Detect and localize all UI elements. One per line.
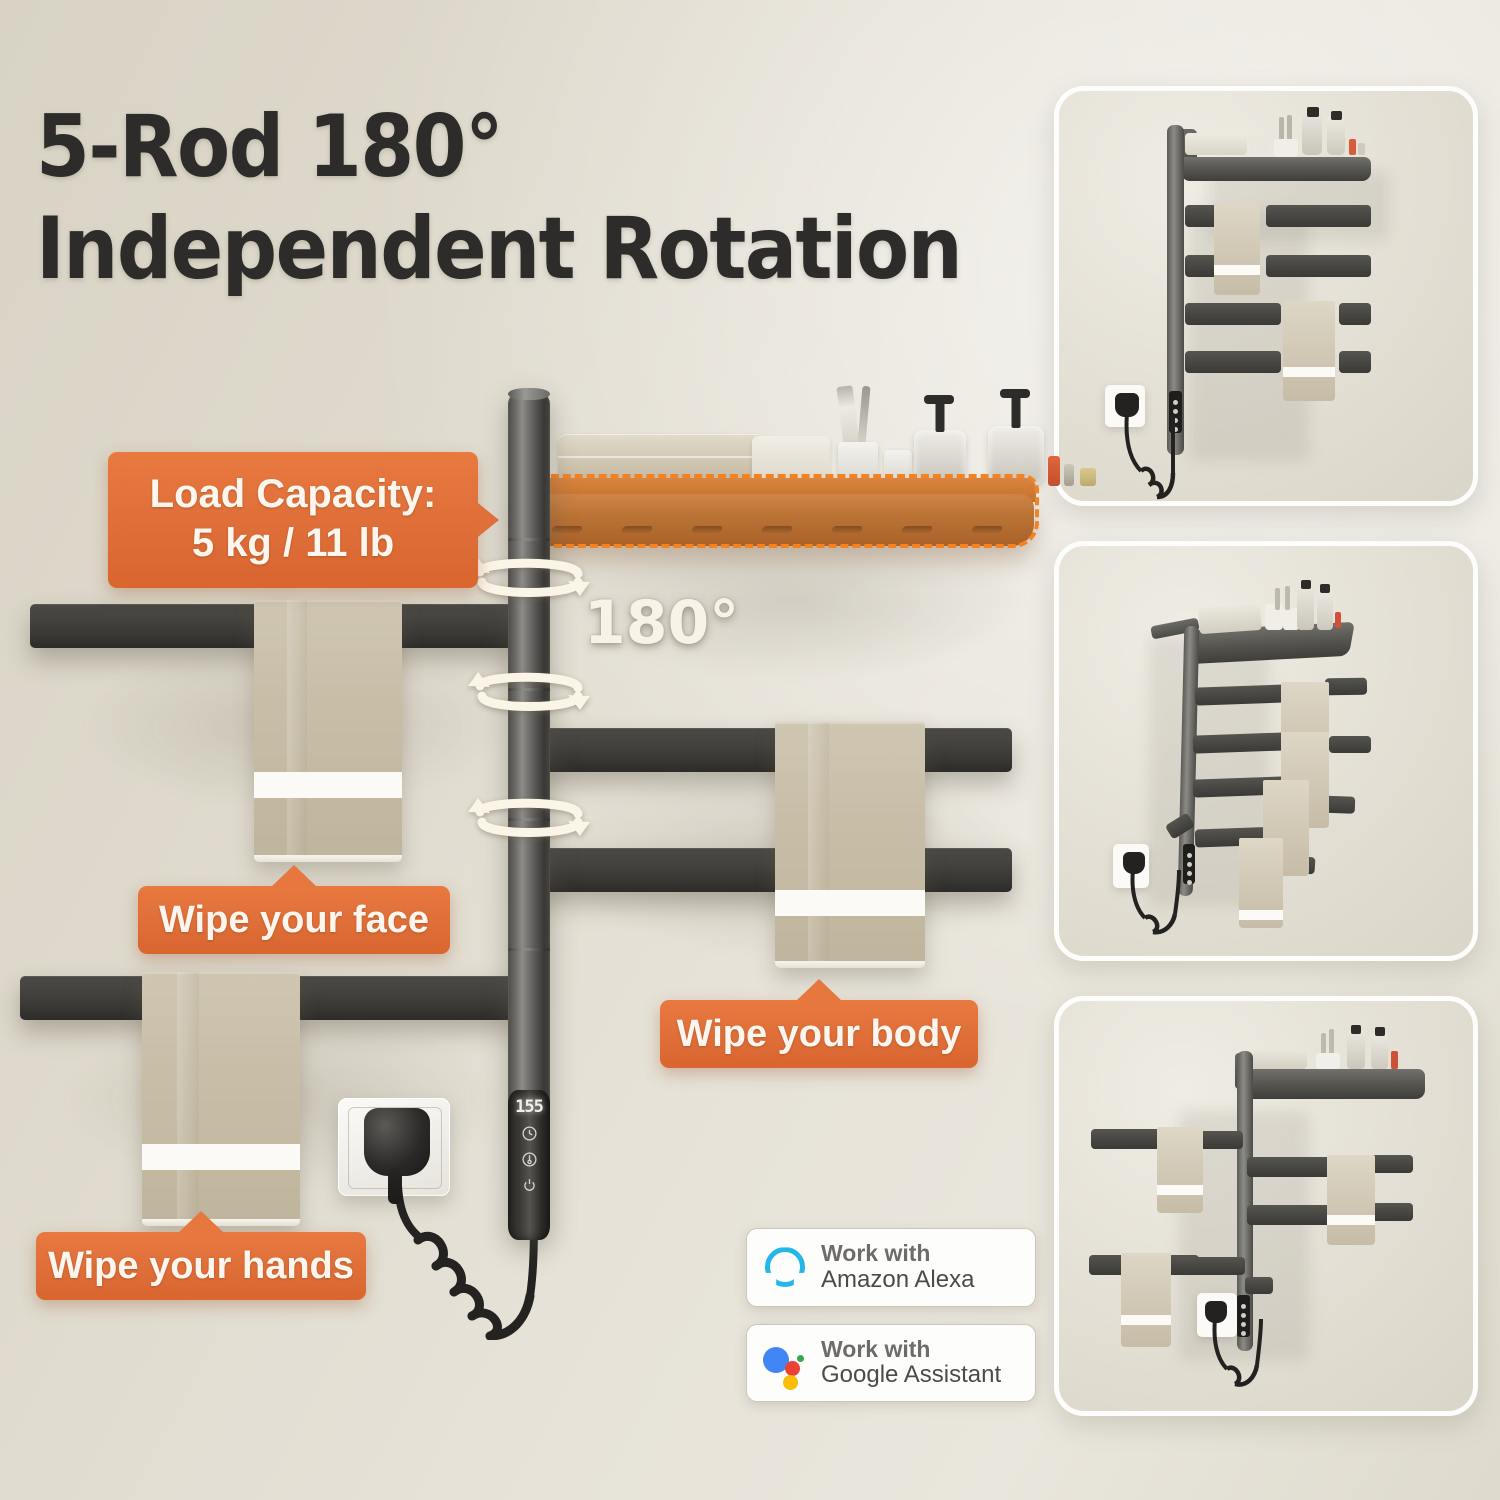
badge-amazon-alexa: Work with Amazon Alexa: [746, 1228, 1036, 1307]
towel-stripe: [142, 1144, 300, 1170]
callout-load-capacity: Load Capacity: 5 kg / 11 lb: [108, 452, 499, 588]
product-photo-angled-view[interactable]: [1054, 541, 1478, 961]
load-capacity-line-2: 5 kg / 11 lb: [191, 520, 395, 565]
load-capacity-line-1: Load Capacity:: [149, 472, 437, 516]
towel-stripe: [775, 890, 925, 916]
power-plug: [364, 1108, 430, 1204]
page-title: 5-Rod 180° Independent Rotation: [36, 96, 1046, 301]
product-photo-rotated-view[interactable]: [1054, 996, 1478, 1416]
badge-text: Work with Google Assistant: [821, 1335, 1002, 1390]
callout-pointer: [478, 502, 499, 537]
towel-fold: [808, 722, 829, 968]
toothpaste-tube: [836, 385, 860, 447]
callout-pointer: [178, 1211, 224, 1233]
main-product-illustration: 155: [20, 374, 1096, 1340]
clock-icon[interactable]: [521, 1125, 538, 1142]
dispenser-neck: [935, 402, 945, 432]
google-assistant-dots-icon: [763, 1341, 807, 1390]
towel-rod-upper-right: [532, 728, 1012, 772]
top-shelf-highlighted: [517, 474, 1039, 556]
smart-assistant-badges: Work with Amazon Alexa Work with Google …: [746, 1228, 1036, 1419]
temperature-display: 155: [515, 1097, 544, 1117]
cosmetic-item-3: [1080, 468, 1096, 486]
towel-hands: [142, 972, 300, 1226]
badge-text: Work with Amazon Alexa: [821, 1240, 975, 1294]
power-icon[interactable]: [521, 1177, 538, 1194]
dispenser-neck: [1011, 396, 1021, 428]
product-photo-panels: [1054, 86, 1478, 1451]
towel-body: [775, 722, 925, 968]
badge-name: Google Assistant: [821, 1361, 1002, 1389]
towel-face: [254, 600, 402, 862]
shelf-highlight-outline: [517, 474, 1039, 548]
callout-wipe-hands: Wipe your hands: [36, 1211, 366, 1300]
towel-hem: [775, 961, 925, 968]
control-panel[interactable]: 155: [508, 1090, 550, 1240]
callout-pointer: [796, 979, 842, 1001]
soap-dispenser-2: [988, 380, 1044, 486]
callout-wipe-body: Wipe your body: [660, 979, 978, 1068]
towel-fold: [176, 972, 199, 1226]
shelf-body: [522, 494, 1034, 546]
title-line-1: 5-Rod 180°: [36, 97, 504, 197]
title-line-2: Independent Rotation: [36, 199, 963, 300]
toothbrush: [857, 385, 871, 445]
badge-google-assistant: Work with Google Assistant: [746, 1323, 1036, 1403]
thermometer-icon[interactable]: [521, 1151, 538, 1168]
cosmetic-item-2: [1064, 464, 1074, 486]
badge-name: Amazon Alexa: [821, 1265, 975, 1293]
towel-fold: [286, 600, 308, 862]
towel-hem: [254, 855, 402, 862]
shelf-contents: [540, 374, 1096, 486]
callout-wipe-face: Wipe your face: [138, 865, 450, 954]
soap-dispenser-1: [914, 386, 966, 486]
cosmetic-item-1: [1048, 456, 1060, 486]
dispenser-pump-head: [924, 395, 954, 404]
badge-prefix: Work with: [821, 1240, 931, 1266]
alexa-ring-icon: [763, 1245, 807, 1289]
badge-prefix: Work with: [821, 1335, 931, 1362]
dispenser-pump-head: [1000, 389, 1030, 398]
towel-stripe: [254, 772, 402, 798]
towel-rod-lower-right: [532, 848, 1012, 892]
callout-pointer: [271, 865, 317, 887]
product-photo-front-view[interactable]: [1054, 86, 1478, 506]
rotation-degree-label: 180°: [584, 588, 740, 658]
